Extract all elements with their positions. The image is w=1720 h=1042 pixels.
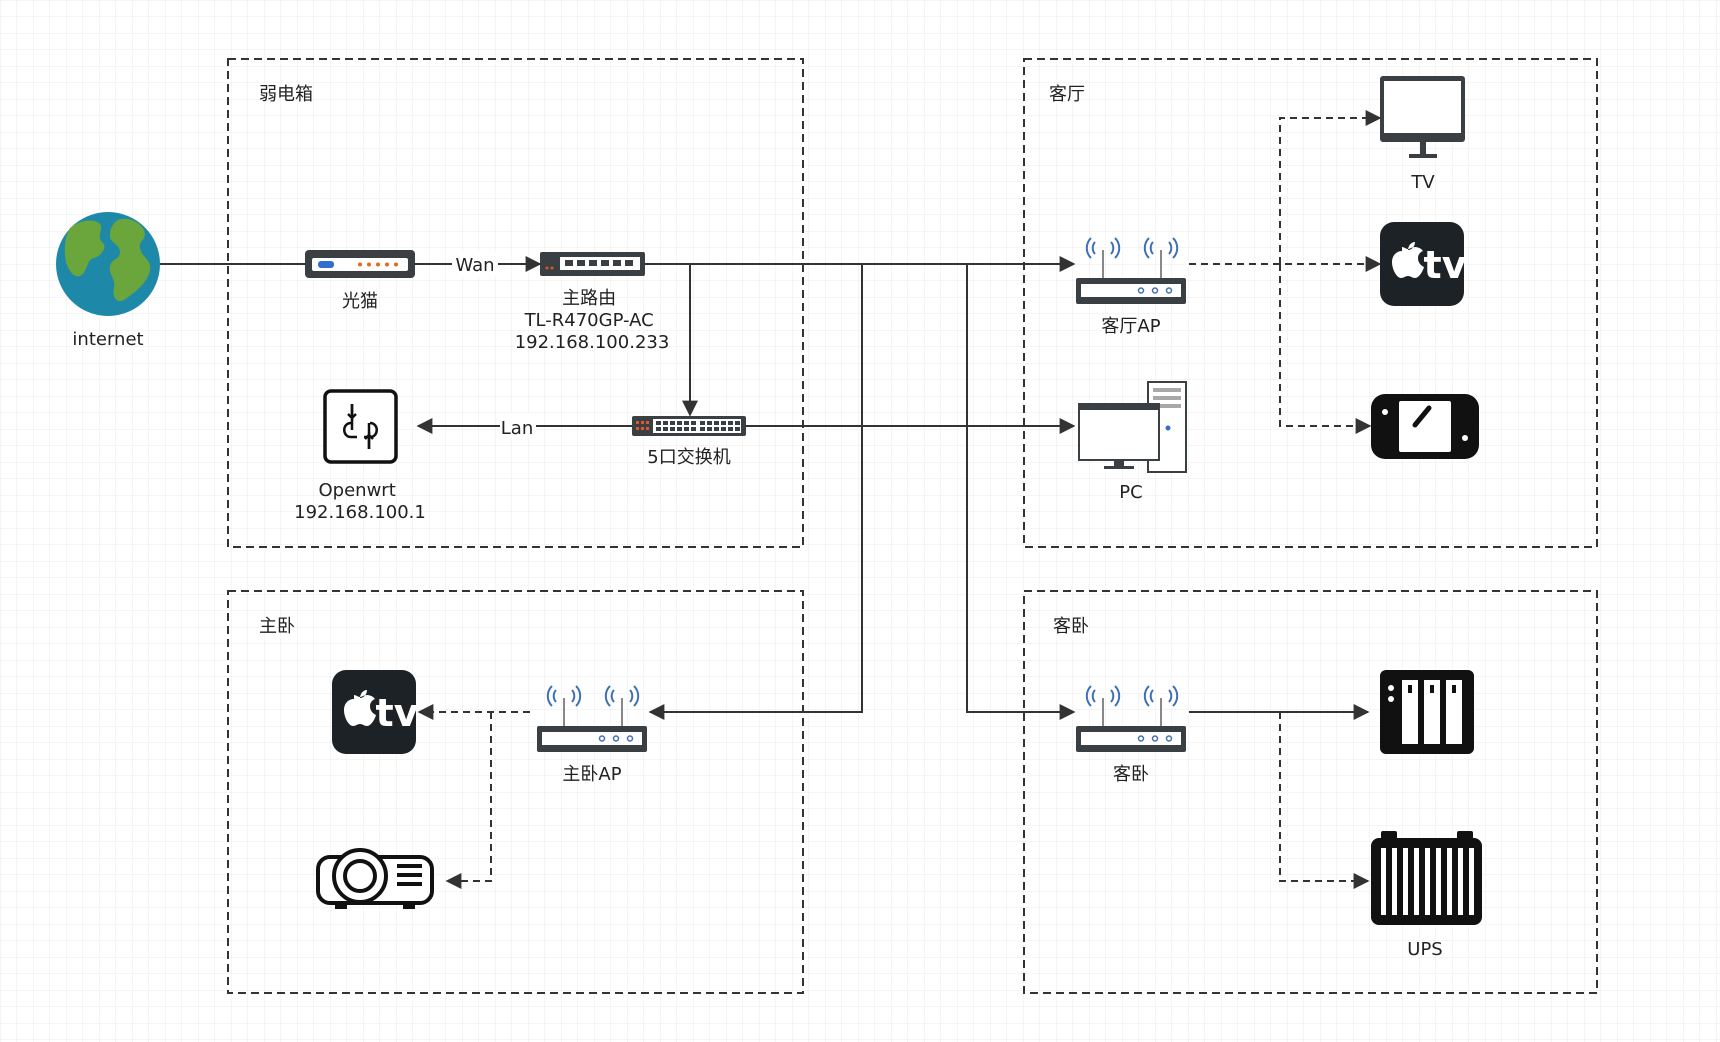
edge-router-master-ap bbox=[648, 264, 863, 720]
group-title-weak-box: 弱电箱 bbox=[259, 84, 313, 105]
router-icon bbox=[540, 252, 645, 276]
node-switch[interactable]: 5口交换机 bbox=[632, 416, 746, 468]
edge-label-lan: Lan bbox=[501, 418, 533, 439]
ups-icon bbox=[1371, 831, 1482, 925]
node-label-master-ap: 主卧AP bbox=[562, 764, 621, 785]
node-appletv-living[interactable]: tv bbox=[1380, 222, 1467, 306]
projector-icon bbox=[316, 848, 434, 909]
node-ups[interactable]: UPS bbox=[1371, 831, 1482, 960]
group-title-master-bedroom: 主卧 bbox=[259, 616, 295, 637]
node-openwrt[interactable]: Openwrt 192.168.100.1 bbox=[294, 389, 426, 523]
node-label-tv: TV bbox=[1410, 172, 1435, 193]
node-master-ap[interactable]: 主卧AP bbox=[536, 685, 648, 785]
edge-living-ap-tv bbox=[1279, 110, 1382, 264]
node-appletv-master[interactable]: tv bbox=[332, 670, 419, 754]
switch-icon bbox=[632, 416, 746, 436]
node-label-ups: UPS bbox=[1407, 939, 1442, 960]
node-label-guest-ap: 客卧 bbox=[1113, 764, 1149, 785]
desktop-pc-icon bbox=[1078, 381, 1187, 473]
group-guest-bedroom: 客卧 bbox=[1023, 590, 1598, 994]
group-title-living-room: 客厅 bbox=[1049, 84, 1085, 105]
node-projector[interactable] bbox=[316, 848, 434, 909]
node-internet[interactable]: internet bbox=[56, 212, 160, 350]
node-label-main-router: 主路由 TL-R470GP-AC 192.168.100.233 bbox=[515, 288, 670, 353]
node-nas[interactable] bbox=[1380, 670, 1474, 754]
monitor-icon bbox=[1380, 76, 1465, 158]
nas-icon bbox=[1380, 670, 1474, 754]
node-tv[interactable]: TV bbox=[1380, 76, 1465, 193]
edge-master-ap-projector bbox=[445, 712, 492, 889]
appletv-master-text: tv bbox=[376, 691, 419, 735]
apple-tv-icon: tv bbox=[332, 670, 419, 754]
edge-guest-ap-ups bbox=[1279, 712, 1370, 889]
modem-icon bbox=[305, 250, 415, 278]
node-label-internet: internet bbox=[72, 329, 143, 350]
node-main-router[interactable]: 主路由 TL-R470GP-AC 192.168.100.233 bbox=[515, 252, 670, 353]
node-pc[interactable]: PC bbox=[1078, 381, 1187, 503]
group-living-room: 客厅 bbox=[1023, 58, 1598, 548]
node-label-openwrt: Openwrt 192.168.100.1 bbox=[294, 480, 426, 523]
node-living-ap[interactable]: 客厅AP bbox=[1075, 237, 1187, 337]
globe-icon bbox=[56, 212, 160, 316]
node-label-pc: PC bbox=[1119, 482, 1142, 503]
group-master-bedroom: 主卧 bbox=[227, 590, 804, 994]
edge-living-ap-console bbox=[1279, 264, 1372, 434]
node-label-switch: 5口交换机 bbox=[647, 447, 730, 468]
handheld-console-icon bbox=[1371, 394, 1479, 459]
connections: Wan Lan bbox=[160, 110, 1382, 889]
node-label-modem: 光猫 bbox=[342, 291, 378, 312]
appletv-living-text: tv bbox=[1424, 243, 1467, 287]
group-weak-box: 弱电箱 bbox=[227, 58, 804, 548]
edge-label-wan: Wan bbox=[455, 255, 494, 276]
node-modem[interactable]: 光猫 bbox=[305, 250, 415, 312]
node-game-console[interactable] bbox=[1371, 394, 1479, 459]
openwrt-icon bbox=[323, 389, 398, 464]
group-title-guest-bedroom: 客卧 bbox=[1053, 616, 1089, 637]
edge-router-guest-ap bbox=[966, 264, 1076, 720]
apple-tv-icon: tv bbox=[1380, 222, 1467, 306]
node-label-living-ap: 客厅AP bbox=[1101, 316, 1160, 337]
node-guest-ap[interactable]: 客卧 bbox=[1075, 685, 1187, 785]
